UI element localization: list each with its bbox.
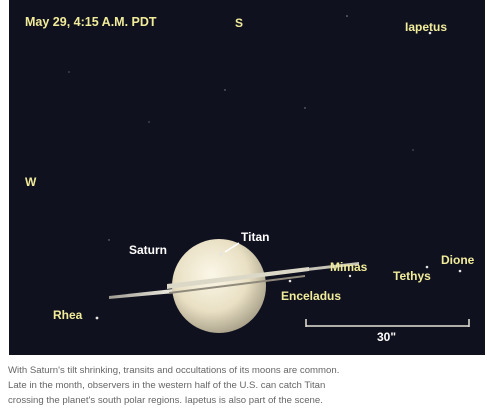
dione-dot: [458, 269, 462, 273]
scale-bar-label: 30": [377, 330, 397, 344]
label-titan: Titan: [241, 230, 270, 244]
direction-south-label: S: [235, 16, 244, 30]
label-iapetus: Iapetus: [405, 20, 448, 34]
caption-line-1: With Saturn's tilt shrinking, transits a…: [8, 365, 340, 376]
rhea-dot: [95, 316, 99, 320]
enceladus-dot: [288, 279, 292, 283]
saturn-ring-front: [167, 267, 309, 294]
scale-bar: [305, 319, 470, 327]
label-tethys: Tethys: [393, 269, 431, 283]
mimas-dot: [348, 274, 352, 278]
caption-line-3: crossing the planet's south polar region…: [8, 395, 323, 406]
sky-chart-graphic: [68, 15, 470, 333]
titan-pointer: [224, 242, 240, 253]
tethys-dot: [425, 265, 429, 269]
direction-west-label: W: [25, 175, 37, 189]
caption-line-2: Late in the month, observers in the west…: [8, 380, 326, 391]
background-stars: [68, 15, 414, 241]
label-mimas: Mimas: [330, 260, 368, 274]
iapetus-dot: [428, 31, 432, 35]
sky-chart: May 29, 4:15 A.M. PDT S W Iapetus Saturn…: [9, 0, 485, 355]
moons: [95, 31, 462, 320]
label-rhea: Rhea: [53, 308, 83, 322]
label-enceladus: Enceladus: [281, 289, 342, 303]
observation-datetime: May 29, 4:15 A.M. PDT: [25, 15, 157, 29]
label-dione: Dione: [441, 253, 475, 267]
label-saturn: Saturn: [129, 243, 168, 257]
titan-dot: [219, 252, 223, 256]
figure-caption: With Saturn's tilt shrinking, transits a…: [8, 363, 484, 408]
